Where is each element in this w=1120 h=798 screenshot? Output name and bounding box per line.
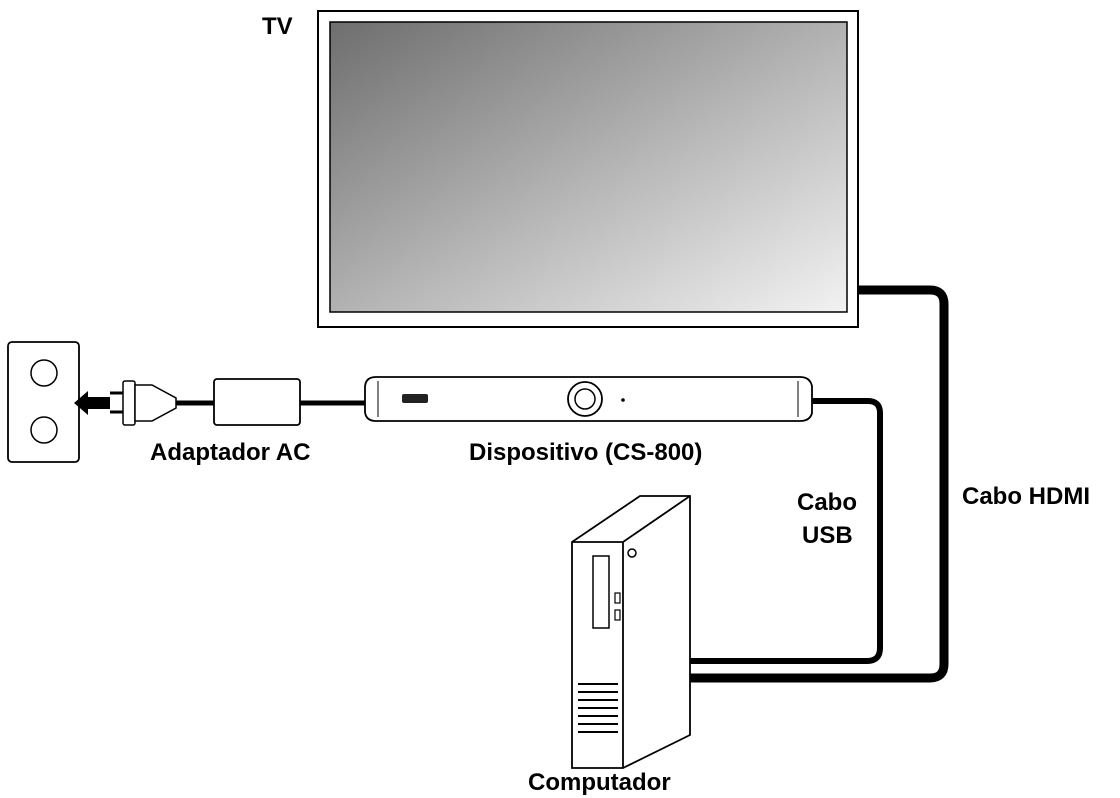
usb-cable-label-line2: USB — [802, 522, 853, 549]
computer-tower — [571, 495, 691, 769]
computer-vent — [578, 683, 618, 733]
device-logo-badge — [402, 394, 428, 403]
computer-label: Computador — [528, 769, 671, 796]
power-plug-icon — [110, 380, 177, 426]
plug-arrow-icon — [74, 391, 110, 415]
computer-power-button — [627, 548, 637, 558]
usb-cable-label-line1: Cabo — [797, 489, 857, 516]
tv-screen — [329, 21, 848, 313]
tv-label: TV — [262, 13, 293, 40]
device-label: Dispositivo (CS-800) — [469, 439, 702, 466]
computer-drive-bay — [592, 555, 610, 629]
device-indicator-light — [621, 398, 625, 402]
wall-outlet-icon — [7, 341, 80, 463]
cs-800-device — [364, 376, 813, 422]
usb-cable — [690, 398, 883, 664]
ac-adapter-box — [213, 378, 301, 426]
hdmi-cable — [690, 285, 949, 683]
hdmi-cable-label: Cabo HDMI — [962, 483, 1090, 510]
adapter-label: Adaptador AC — [150, 439, 310, 466]
tv — [317, 10, 859, 328]
